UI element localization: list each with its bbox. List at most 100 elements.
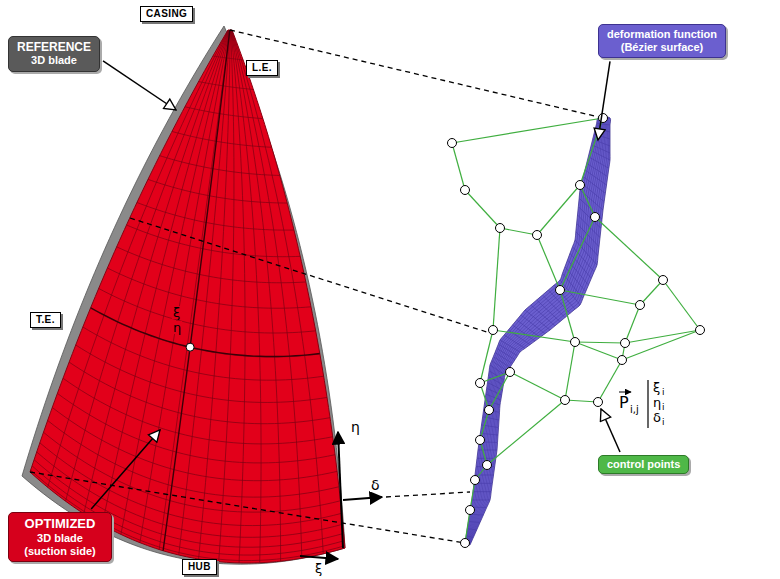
- surface-mesh: [470, 118, 609, 545]
- control-point: [461, 539, 470, 548]
- callout-arrow: [103, 61, 176, 110]
- control-net-line: [465, 510, 470, 543]
- control-net-line: [575, 342, 625, 343]
- control-net-line: [510, 372, 565, 400]
- symbol-label: η: [350, 420, 361, 434]
- control-point: [496, 224, 505, 233]
- callout-arrow: [601, 409, 620, 452]
- surface-mesh: [490, 365, 505, 375]
- control-net-line: [640, 280, 663, 305]
- dashed-guide: [130, 218, 487, 332]
- control-point: [571, 338, 580, 347]
- control-net: [448, 114, 705, 548]
- surface-mesh: [473, 491, 491, 492]
- control-point: [576, 181, 585, 190]
- surface-mesh: [467, 529, 476, 530]
- grid-line: [232, 30, 324, 554]
- control-net-line: [465, 190, 500, 228]
- position-tag: CASING: [140, 6, 193, 22]
- surface-mesh: [591, 145, 610, 153]
- control-points-callout: control points: [598, 455, 689, 474]
- surface-mesh: [469, 522, 481, 523]
- position-tag: HUB: [182, 559, 217, 575]
- grid-line: [43, 432, 340, 512]
- callout-body: (Bézier surface): [607, 41, 717, 54]
- control-point: [448, 139, 457, 148]
- control-point: [561, 396, 570, 405]
- surface-mesh: [492, 361, 508, 371]
- surface-mesh: [472, 500, 490, 501]
- surface-mesh: [467, 118, 603, 544]
- control-net-line: [663, 280, 700, 330]
- callout-heading: OPTIMIZED: [17, 516, 103, 532]
- control-net-line: [560, 217, 595, 290]
- reference-blade: [22, 26, 345, 564]
- callout-body: 3D blade: [17, 54, 91, 67]
- position-tag: L.E.: [246, 60, 278, 76]
- control-point: [599, 114, 608, 123]
- surface-mesh: [504, 335, 525, 348]
- symbol-label: ξ: [172, 306, 181, 319]
- surface-mesh: [486, 394, 501, 400]
- control-point: [506, 368, 515, 377]
- symbol-label: η: [172, 321, 182, 334]
- control-net-line: [480, 330, 493, 383]
- dashed-guide: [230, 30, 603, 118]
- subscript: i,j: [629, 405, 640, 415]
- callout-heading: HUB: [188, 561, 211, 573]
- optimized-blade: [30, 30, 345, 563]
- component-bar: [647, 380, 648, 428]
- callout-body: 3D blade (suction side): [17, 532, 103, 558]
- surface-mesh: [521, 315, 545, 334]
- control-net-line: [625, 305, 640, 343]
- callout-heading: deformation function: [607, 28, 717, 41]
- control-net-line: [560, 290, 575, 342]
- optimized-callout: OPTIMIZED3D blade (suction side): [8, 512, 112, 562]
- control-point: [489, 326, 498, 335]
- surface-mesh: [466, 536, 473, 538]
- position-tag: T.E.: [30, 312, 61, 328]
- bezier-surface: [465, 117, 611, 545]
- axis-arrow: [300, 556, 338, 559]
- control-point: [636, 301, 645, 310]
- surface-fill: [465, 117, 611, 545]
- control-point: [476, 379, 485, 388]
- callout-heading: control points: [607, 458, 680, 471]
- surface-point: [186, 343, 194, 351]
- surface-mesh: [597, 123, 610, 125]
- callout-heading: L.E.: [252, 62, 272, 74]
- surface-mesh: [498, 344, 517, 356]
- control-point: [533, 231, 542, 240]
- control-net-line: [487, 400, 565, 465]
- grid-line: [159, 30, 230, 550]
- surface-mesh: [582, 183, 605, 201]
- symbol-label: ξ: [314, 562, 323, 575]
- blade-grid: [31, 30, 345, 563]
- surface-mesh: [588, 157, 609, 169]
- surface-mesh: [478, 450, 497, 451]
- vector-arrow: [619, 392, 631, 393]
- surface-mesh: [576, 232, 598, 256]
- surface-mesh: [543, 295, 566, 318]
- control-net-line: [452, 118, 603, 143]
- surface-mesh: [480, 433, 498, 435]
- control-net-line: [500, 228, 537, 235]
- axis-arrow: [338, 432, 343, 548]
- grid-line: [179, 30, 230, 555]
- surface-mesh: [565, 267, 586, 292]
- surface-mesh: [587, 163, 608, 176]
- bezier-callout: deformation function(Bézier surface): [598, 24, 726, 58]
- callout-arrow: [598, 61, 610, 140]
- illustration-layer: [22, 26, 705, 564]
- control-point: [461, 186, 470, 195]
- surface-mesh: [577, 223, 599, 246]
- control-net-line: [622, 330, 700, 360]
- symbol-label: ξ: [652, 381, 661, 394]
- surface-mesh: [568, 260, 589, 285]
- symbol-label: P: [618, 395, 630, 411]
- grid-line: [140, 30, 230, 543]
- control-net-line: [452, 143, 465, 190]
- control-point: [594, 398, 603, 407]
